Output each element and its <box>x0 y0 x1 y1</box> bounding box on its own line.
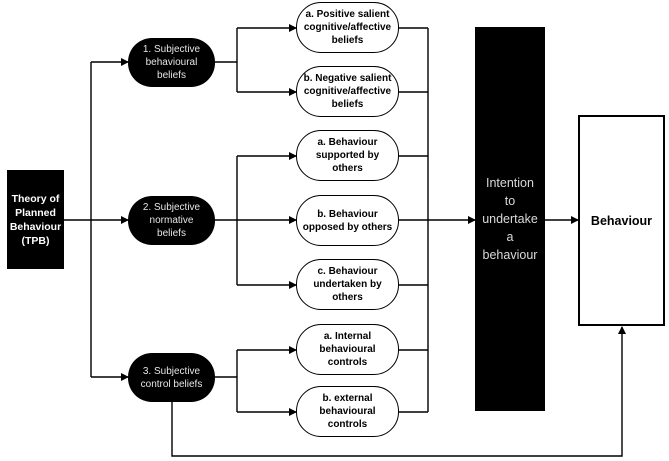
tpb-box: Theory of Planned Behaviour (TPB) <box>7 170 64 269</box>
behaviour-opposed-node: b. Behaviour opposed by others <box>296 195 399 246</box>
negative-salient-beliefs-node: b. Negative salient cognitive/affective … <box>296 66 399 117</box>
normative-beliefs-node: 2. Subjective normative beliefs <box>128 196 215 245</box>
behavioural-beliefs-node: 1. Subjective behavioural beliefs <box>128 38 215 87</box>
positive-salient-beliefs-node: a. Positive salient cognitive/affective … <box>296 2 399 53</box>
internal-controls-node: a. Internal behavioural controls <box>296 324 399 375</box>
external-controls-node: b. external behavioural controls <box>296 386 399 437</box>
behaviour-box: Behaviour <box>578 115 665 326</box>
behaviour-supported-node: a. Behaviour supported by others <box>296 130 399 181</box>
control-beliefs-node: 3. Subjective control beliefs <box>128 353 215 402</box>
behaviour-undertaken-node: c. Behaviour undertaken by others <box>296 259 399 310</box>
intention-box: Intention to undertake a behaviour <box>475 27 545 411</box>
